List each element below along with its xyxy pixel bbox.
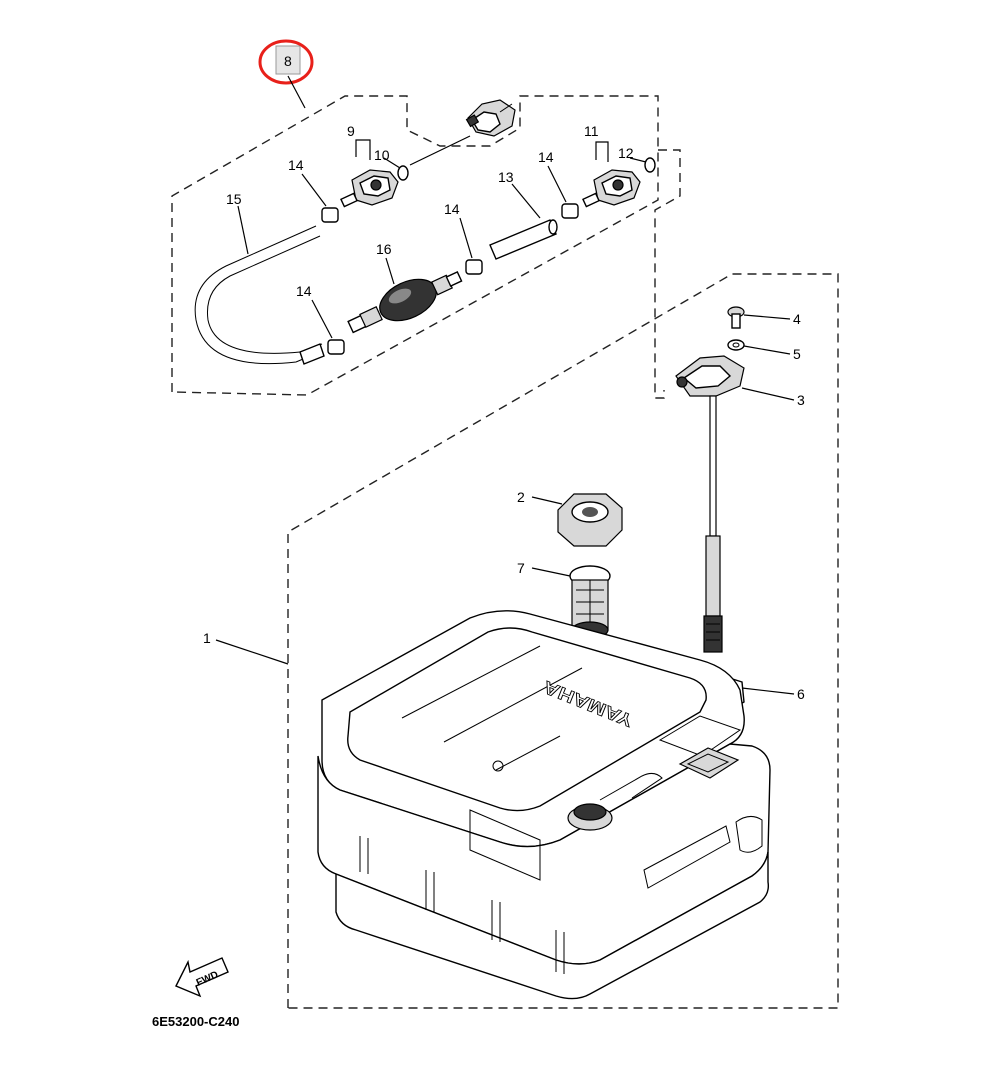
callout-12: 12 — [618, 145, 634, 161]
callout-11: 11 — [584, 123, 599, 139]
part-14-clamp-b — [561, 203, 579, 219]
hose-kit-group-outline — [171, 95, 681, 399]
part-3-fuel-gauge — [675, 355, 745, 653]
part-15-fuel-hose — [194, 225, 325, 365]
callout-14-c: 14 — [444, 201, 460, 217]
leader-lines — [215, 157, 795, 695]
callout-14-b: 14 — [538, 149, 554, 165]
part-8-connector — [465, 99, 516, 137]
part-13-hose — [489, 219, 558, 260]
callout-16: 16 — [376, 241, 392, 257]
part-14-clamp-d — [327, 339, 345, 355]
callout-13: 13 — [498, 169, 514, 185]
callout-9: 9 — [347, 123, 355, 139]
part-11-connector-valve — [582, 169, 641, 208]
callout-7: 7 — [517, 560, 525, 576]
part-10-o-ring — [397, 165, 409, 181]
part-1-fuel-tank: YAMAHA — [317, 610, 771, 1000]
callout-1: 1 — [203, 630, 211, 646]
callout-6: 6 — [797, 686, 805, 702]
part-5-washer — [727, 339, 745, 351]
diagram-code: 6E53200-C240 — [152, 1014, 239, 1029]
highlight-circle — [258, 39, 314, 85]
callout-2: 2 — [517, 489, 525, 505]
forward-arrow-icon: FWD — [175, 957, 229, 998]
highlighted-callout-8[interactable]: 8 — [258, 39, 314, 85]
callout-3: 3 — [797, 392, 805, 408]
callout-14-a: 14 — [288, 157, 304, 173]
part-2-tank-cap — [557, 493, 623, 547]
part-4-screw — [727, 306, 745, 329]
part-12-o-ring — [644, 157, 656, 173]
part-14-clamp-a — [321, 207, 339, 223]
part-9-connector-valve — [340, 169, 399, 208]
part-14-clamp-c — [465, 259, 483, 275]
callout-labels: 1 2 3 4 5 6 7 9 10 11 12 13 14 14 14 14 … — [203, 123, 805, 702]
callout-5: 5 — [793, 346, 801, 362]
callout-15: 15 — [226, 191, 242, 207]
callout-8: 8 — [284, 53, 292, 69]
tank-group-outline — [287, 273, 839, 1009]
callout-4: 4 — [793, 311, 801, 327]
part-16-primer-bulb — [347, 271, 463, 334]
callout-10: 10 — [374, 147, 390, 163]
callout-14-d: 14 — [296, 283, 312, 299]
